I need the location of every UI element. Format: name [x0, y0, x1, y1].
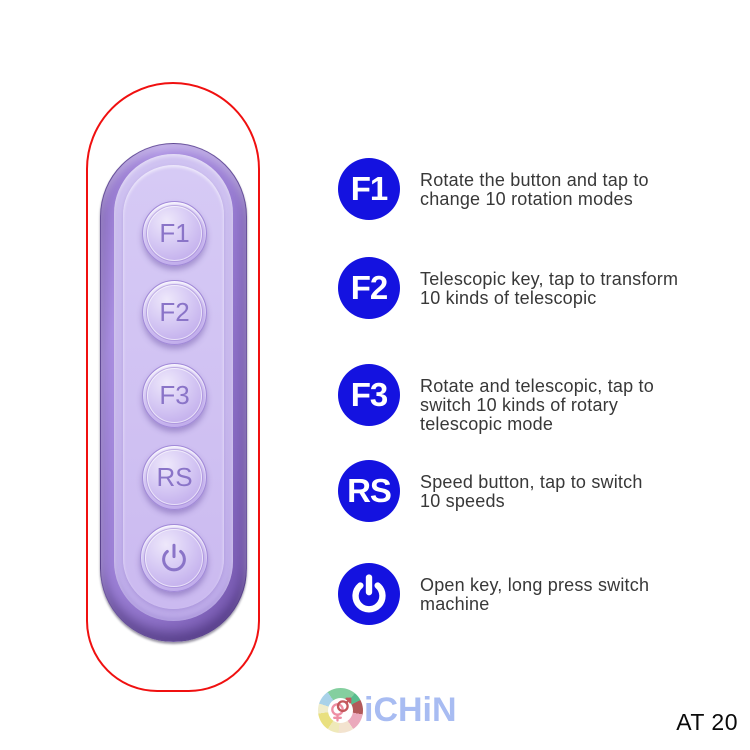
f1-description-line: change 10 rotation modes	[420, 189, 633, 209]
model-number: AT 20	[676, 709, 738, 735]
f1-key-icon: F1	[338, 158, 400, 220]
instruction-row-power: Open key, long press switch machine	[338, 563, 649, 625]
remote-button-f1: F1	[142, 201, 207, 266]
rs-key-label: RS	[347, 472, 392, 509]
remote-button-rs: RS	[142, 445, 207, 510]
remote-button-power	[140, 524, 208, 592]
brand-wordmark: iCHiN	[364, 691, 457, 729]
gender-symbols-icon	[331, 697, 352, 722]
remote-button-rs-label: RS	[156, 462, 193, 492]
instruction-row-f2: F2 Telescopic key, tap to transform 10 k…	[338, 257, 678, 319]
f3-key-icon: F3	[338, 364, 400, 426]
remote-button-f1-label: F1	[159, 218, 190, 248]
power-description-line: machine	[420, 594, 490, 614]
power-key-icon	[338, 563, 400, 625]
f2-description-line: 10 kinds of telescopic	[420, 288, 597, 308]
f2-description: Telescopic key, tap to transform 10 kind…	[420, 257, 678, 319]
rs-key-icon: RS	[338, 460, 400, 522]
f2-key-icon: F2	[338, 257, 400, 319]
f2-key-label: F2	[350, 269, 389, 306]
f2-description-line: Telescopic key, tap to transform	[420, 269, 679, 289]
instruction-row-f3: F3 Rotate and telescopic, tap to switch …	[338, 364, 654, 434]
f1-description-line: Rotate the button and tap to	[420, 170, 649, 190]
power-icon	[352, 574, 386, 613]
rs-description-line: Speed button, tap to switch	[420, 472, 643, 492]
f3-key-label: F3	[350, 376, 389, 413]
remote-button-f2: F2	[142, 280, 207, 345]
remote-highlight-outline	[86, 82, 260, 692]
power-description: Open key, long press switch machine	[420, 563, 649, 625]
brand-logo: iCHiN	[318, 686, 468, 746]
rs-description-line: 10 speeds	[420, 491, 505, 511]
f3-description-line: telescopic mode	[420, 414, 554, 434]
power-icon	[162, 543, 186, 572]
f3-description: Rotate and telescopic, tap to switch 10 …	[420, 364, 654, 434]
instruction-row-rs: RS Speed button, tap to switch 10 speeds	[338, 460, 643, 522]
f1-key-label: F1	[350, 170, 389, 207]
f1-description: Rotate the button and tap to change 10 r…	[420, 158, 649, 220]
remote-button-f2-label: F2	[159, 297, 190, 327]
remote-button-f3-label: F3	[159, 380, 190, 410]
rs-description: Speed button, tap to switch 10 speeds	[420, 460, 643, 522]
power-description-line: Open key, long press switch	[420, 575, 650, 595]
remote-button-f3: F3	[142, 363, 207, 428]
f3-description-line: Rotate and telescopic, tap to	[420, 376, 654, 396]
instruction-row-f1: F1 Rotate the button and tap to change 1…	[338, 158, 649, 220]
f3-description-line: switch 10 kinds of rotary	[420, 395, 619, 415]
remote-control: F1 F2 F3 RS	[100, 143, 247, 642]
